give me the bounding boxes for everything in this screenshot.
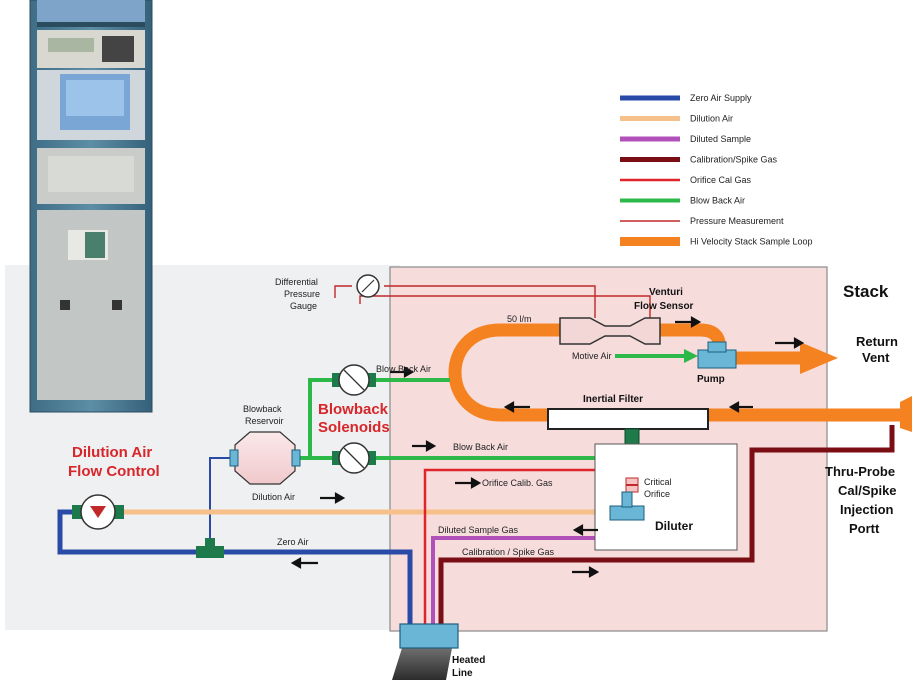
legend-label: Orifice Cal Gas: [690, 175, 752, 185]
legend-label: Calibration/Spike Gas: [690, 155, 778, 165]
heated-line-label-line2: Line: [452, 668, 473, 679]
diff-gauge-label-line3: Gauge: [290, 301, 317, 311]
thru-probe-label-line3: Injection: [840, 502, 894, 517]
dilution-air-label: Dilution Air: [252, 492, 295, 502]
blowback-reservoir-label-line2: Reservoir: [245, 416, 284, 426]
inertial-filter: [548, 409, 708, 429]
blowback-reservoir: [230, 432, 300, 484]
critical-orifice-label-line1: Critical: [644, 477, 672, 487]
blowback-reservoir-label-line1: Blowback: [243, 404, 282, 414]
motive-air-label: Motive Air: [572, 351, 612, 361]
stack-label: Stack: [843, 282, 889, 301]
dilution-control-label-line1: Dilution Air: [72, 444, 152, 461]
dilution-control-label-line2: Flow Control: [68, 463, 160, 480]
diluted-sample-gas-label: Diluted Sample Gas: [438, 525, 519, 535]
cal-spike-gas-label: Calibration / Spike Gas: [462, 547, 555, 557]
thru-probe-label-line2: Cal/Spike: [838, 483, 897, 498]
critical-orifice-label-line2: Orifice: [644, 489, 670, 499]
venturi-label-line2: Flow Sensor: [634, 301, 694, 312]
blowback-solenoids-label-line1: Blowback: [318, 401, 389, 418]
blowback-solenoids-label-line2: Solenoids: [318, 419, 390, 436]
thru-probe-label-line1: Thru-Probe: [825, 464, 895, 479]
diff-gauge-label-line2: Pressure: [284, 289, 320, 299]
zero-air-label: Zero Air: [277, 537, 309, 547]
return-vent-label-line2: Vent: [862, 350, 890, 365]
blow-back-air-label-bottom: Blow Back Air: [453, 442, 508, 452]
pump-label: Pump: [697, 374, 725, 385]
analyzer-rack: [30, 0, 152, 412]
blow-back-air-label-top: Blow Back Air: [376, 364, 431, 374]
diluter-label: Diluter: [655, 519, 693, 533]
thru-probe-label-line4: Portt: [849, 521, 880, 536]
legend-label: Dilution Air: [690, 114, 733, 124]
legend-label: Blow Back Air: [690, 196, 745, 206]
venturi-label-line1: Venturi: [649, 287, 683, 298]
heated-line-label-line1: Heated: [452, 655, 485, 666]
legend-label: Zero Air Supply: [690, 93, 752, 103]
differential-pressure-gauge: [357, 275, 379, 297]
legend-label: Pressure Measurement: [690, 216, 784, 226]
legend-label: Diluted Sample: [690, 134, 751, 144]
stack-inlet-probe: [900, 396, 912, 432]
heated-line: [392, 624, 458, 680]
return-vent-label-line1: Return: [856, 334, 898, 349]
diff-gauge-label-line1: Differential: [275, 277, 318, 287]
legend-label: Hi Velocity Stack Sample Loop: [690, 237, 813, 247]
flow-rate-label: 50 l/m: [507, 314, 532, 324]
inertial-filter-label: Inertial Filter: [583, 394, 643, 405]
orifice-calib-gas-label: Orifice Calib. Gas: [482, 478, 553, 488]
